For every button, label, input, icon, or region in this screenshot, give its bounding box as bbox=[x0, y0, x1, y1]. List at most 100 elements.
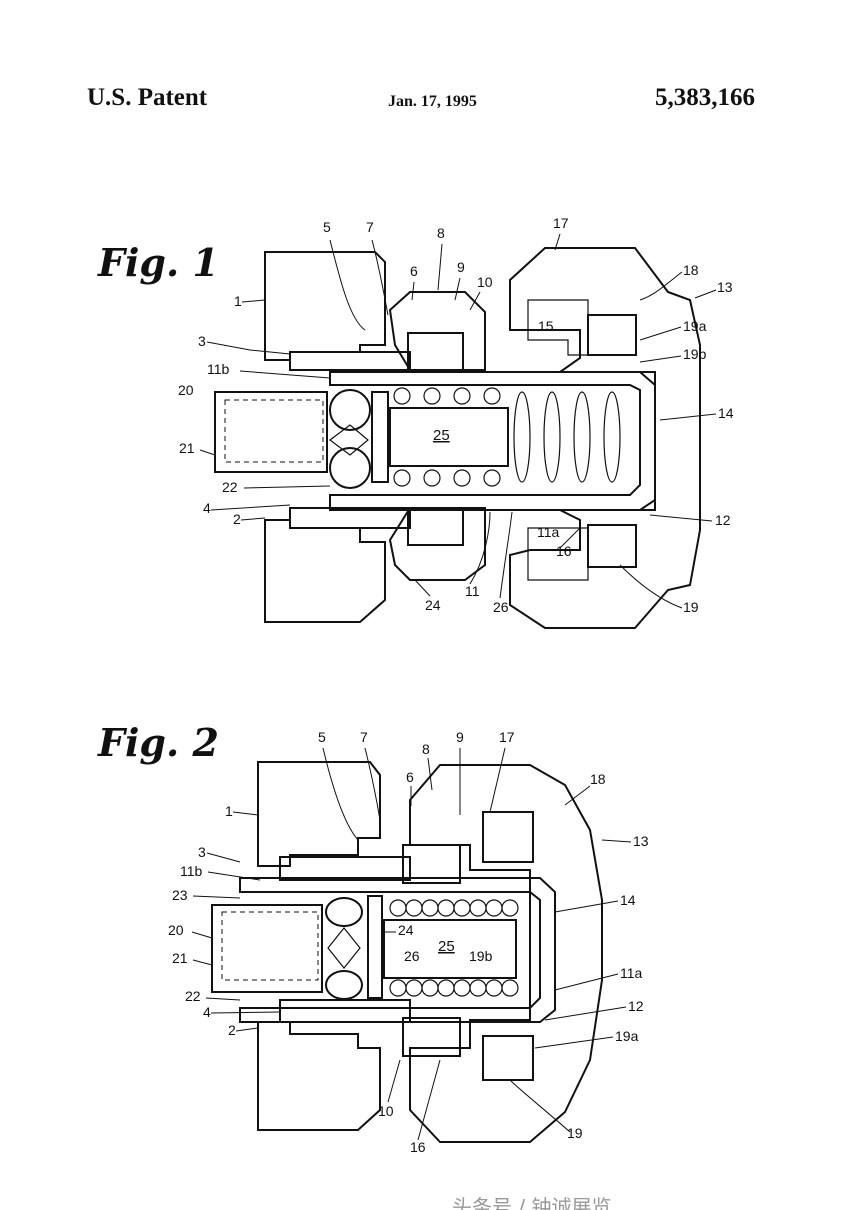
svg-text:23: 23 bbox=[172, 887, 188, 903]
svg-text:11b: 11b bbox=[207, 361, 230, 377]
svg-text:1: 1 bbox=[225, 803, 233, 819]
svg-text:8: 8 bbox=[422, 741, 430, 757]
body-part-1-upper bbox=[264, 251, 386, 361]
svg-text:14: 14 bbox=[718, 405, 734, 421]
piston-plate-part-24 bbox=[371, 391, 389, 483]
fig2-seal-part-19-upper bbox=[482, 811, 534, 863]
svg-text:21: 21 bbox=[172, 950, 188, 966]
svg-text:16: 16 bbox=[410, 1139, 426, 1155]
svg-text:2: 2 bbox=[233, 511, 241, 527]
svg-text:9: 9 bbox=[456, 729, 464, 745]
svg-text:13: 13 bbox=[633, 833, 649, 849]
patent-header-left: U.S. Patent bbox=[87, 84, 208, 111]
svg-text:26: 26 bbox=[404, 948, 420, 964]
svg-text:14: 14 bbox=[620, 892, 636, 908]
svg-text:21: 21 bbox=[179, 440, 195, 456]
valve-core-dashed-outline bbox=[224, 399, 324, 463]
fig2-ball-lower bbox=[325, 970, 363, 1000]
figure-1-title: Fig. 1 bbox=[97, 240, 219, 285]
fig2-cap-part-13 bbox=[409, 764, 603, 1143]
ball-cage bbox=[329, 424, 369, 456]
fig2-piston-part-25 bbox=[383, 919, 517, 979]
body-part-1-lower bbox=[264, 519, 386, 623]
svg-text:10: 10 bbox=[477, 274, 493, 290]
svg-text:17: 17 bbox=[553, 215, 569, 231]
svg-text:16: 16 bbox=[556, 543, 572, 559]
svg-text:5: 5 bbox=[318, 729, 326, 745]
svg-text:2: 2 bbox=[228, 1022, 236, 1038]
figure-2-title: Fig. 2 bbox=[97, 720, 219, 765]
svg-text:7: 7 bbox=[366, 219, 374, 235]
valve-core-part-20 bbox=[214, 391, 328, 473]
svg-text:12: 12 bbox=[628, 998, 644, 1014]
sleeve-part-3 bbox=[289, 351, 411, 371]
seal-part-19-lower bbox=[587, 524, 637, 568]
fig2-seal-part-10-lower bbox=[402, 1017, 461, 1057]
watermark: 头条号 / 钟诚展览 bbox=[452, 1195, 611, 1210]
svg-text:11a: 11a bbox=[537, 524, 560, 540]
svg-text:22: 22 bbox=[222, 479, 238, 495]
fig2-body-part-1-upper bbox=[257, 761, 381, 867]
cap-part-13 bbox=[509, 247, 701, 629]
ball-part-22-lower bbox=[329, 447, 371, 489]
svg-text:26: 26 bbox=[493, 599, 509, 615]
figure-1-labels: 5 7 8 6 9 10 17 18 13 1 15 19a 3 19b 11b… bbox=[178, 215, 734, 615]
svg-text:3: 3 bbox=[198, 333, 206, 349]
fig2-ball-upper bbox=[325, 897, 363, 927]
svg-text:6: 6 bbox=[410, 263, 418, 279]
svg-text:11b: 11b bbox=[180, 863, 203, 879]
svg-text:20: 20 bbox=[178, 382, 194, 398]
figure-1-leader-lines bbox=[199, 233, 717, 609]
figure-2-leader-lines bbox=[191, 747, 632, 1141]
fig2-valve-core-dashed bbox=[221, 911, 319, 981]
spring-part-26 bbox=[393, 387, 621, 487]
fig2-sleeve-lower bbox=[279, 999, 411, 1023]
svg-text:19a: 19a bbox=[615, 1028, 639, 1044]
svg-text:19b: 19b bbox=[469, 948, 493, 964]
svg-text:24: 24 bbox=[398, 922, 414, 938]
svg-text:4: 4 bbox=[203, 1004, 211, 1020]
fig2-seal-part-19-lower bbox=[482, 1035, 534, 1081]
svg-text:3: 3 bbox=[198, 844, 206, 860]
fig2-sleeve-upper bbox=[279, 856, 411, 881]
svg-text:15: 15 bbox=[538, 318, 554, 334]
svg-text:13: 13 bbox=[717, 279, 733, 295]
fig2-seal-part-10-upper bbox=[402, 844, 461, 884]
sleeve-part-4 bbox=[289, 507, 411, 529]
svg-text:18: 18 bbox=[590, 771, 606, 787]
piston-part-25 bbox=[389, 407, 509, 467]
svg-text:6: 6 bbox=[406, 769, 414, 785]
cap-window-upper bbox=[527, 299, 589, 356]
svg-text:7: 7 bbox=[360, 729, 368, 745]
ball-part-22-upper bbox=[329, 389, 371, 431]
svg-text:9: 9 bbox=[457, 259, 465, 275]
svg-text:8: 8 bbox=[437, 225, 445, 241]
figure-2: Fig. 2 bbox=[97, 720, 649, 1155]
svg-text:25: 25 bbox=[433, 427, 450, 444]
svg-text:19a: 19a bbox=[683, 318, 707, 334]
seal-part-10-upper bbox=[407, 332, 464, 371]
fig2-tube-part-11 bbox=[239, 877, 556, 1023]
svg-text:19: 19 bbox=[567, 1125, 583, 1141]
svg-text:25: 25 bbox=[438, 938, 455, 955]
fig2-valve-core-part-20 bbox=[211, 904, 323, 993]
svg-text:19b: 19b bbox=[683, 346, 707, 362]
nut-part-8-upper bbox=[388, 291, 486, 371]
svg-text:10: 10 bbox=[378, 1103, 394, 1119]
svg-text:18: 18 bbox=[683, 262, 699, 278]
fig2-ball-cage bbox=[327, 927, 361, 969]
fig2-spring-part-26 bbox=[389, 899, 519, 997]
svg-text:22: 22 bbox=[185, 988, 201, 1004]
svg-text:11a: 11a bbox=[620, 965, 643, 981]
svg-text:1: 1 bbox=[234, 293, 242, 309]
svg-text:5: 5 bbox=[323, 219, 331, 235]
patent-header-number: 5,383,166 bbox=[655, 84, 755, 111]
svg-text:4: 4 bbox=[203, 500, 211, 516]
svg-text:19: 19 bbox=[683, 599, 699, 615]
svg-text:17: 17 bbox=[499, 729, 515, 745]
svg-text:12: 12 bbox=[715, 512, 731, 528]
seal-part-19-upper bbox=[587, 314, 637, 356]
fig2-body-part-1-lower bbox=[257, 1021, 381, 1131]
patent-header-date: Jan. 17, 1995 bbox=[388, 93, 477, 110]
